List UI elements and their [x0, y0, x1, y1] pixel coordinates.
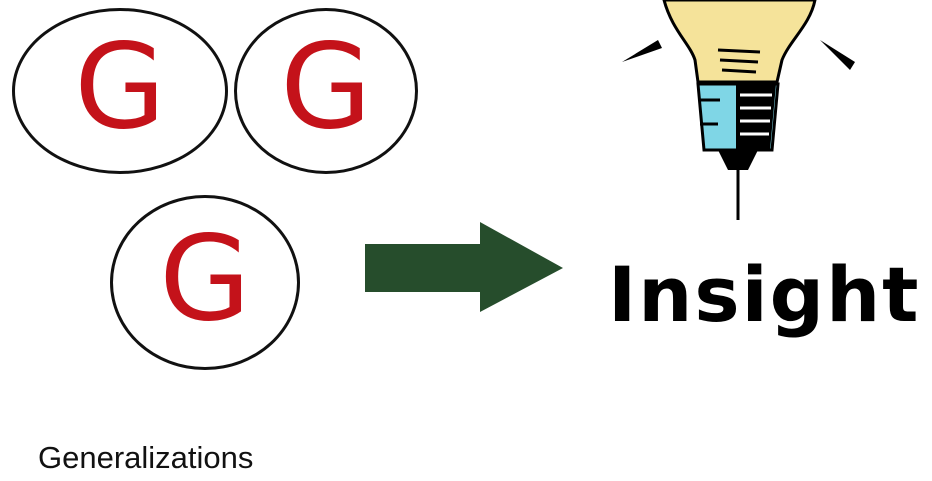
lightbulb-icon [622, 0, 855, 220]
g-letter: G [280, 17, 372, 156]
right-arrow-icon [365, 222, 563, 312]
generalization-circle-1: G [12, 8, 228, 174]
g-letter: G [74, 17, 166, 156]
g-letter: G [159, 208, 251, 347]
generalization-circle-2: G [234, 8, 418, 174]
generalization-circle-3: G [110, 195, 300, 370]
insight-label: Insight [608, 250, 921, 339]
generalizations-caption: Generalizations [38, 440, 254, 475]
